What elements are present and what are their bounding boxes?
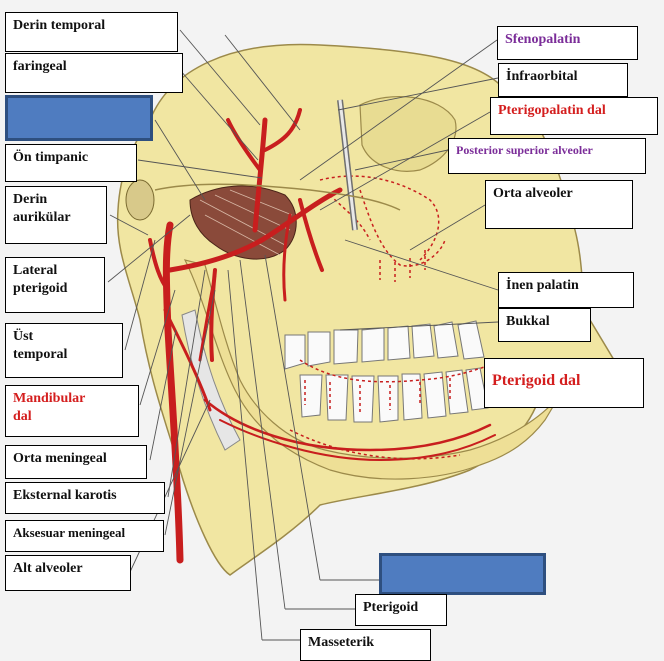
label-lateral-pterigoid: Lateral pterigoid xyxy=(5,257,105,313)
label-pterigoid: Pterigoid xyxy=(355,594,447,626)
label-derin-temporal: Derin temporal xyxy=(5,12,178,52)
cover-box-left xyxy=(5,95,153,141)
label-aksesuar-meningeal: Aksesuar meningeal xyxy=(5,520,164,552)
label-infraorbital: İnfraorbital xyxy=(498,63,628,97)
label-alt-alveoler: Alt alveoler xyxy=(5,555,131,591)
label-inen-palatin: İnen palatin xyxy=(498,272,634,308)
label-posterior-superior-alveoler: Posterior superior alveoler xyxy=(448,138,646,174)
label-on-timpanic: Ön timpanic xyxy=(5,144,137,182)
label-eksternal-karotis: Eksternal karotis xyxy=(5,482,165,514)
label-pterigoid-dal: Pterigoid dal xyxy=(484,358,644,408)
label-mandibular-dal: Mandibular dal xyxy=(5,385,139,437)
label-masseterik: Masseterik xyxy=(300,629,431,661)
label-pterigopalatin-dal: Pterigopalatin dal xyxy=(490,97,658,135)
cover-box-bottom xyxy=(379,553,546,595)
label-sfenopalatin: Sfenopalatin xyxy=(497,26,638,60)
label-ust-temporal: Üst temporal xyxy=(5,323,123,378)
condyle xyxy=(126,180,154,220)
label-orta-alveoler: Orta alveoler xyxy=(485,180,633,229)
label-orta-meningeal: Orta meningeal xyxy=(5,445,147,479)
label-bukkal: Bukkal xyxy=(498,308,591,342)
label-faringeal: faringeal xyxy=(5,53,183,93)
label-derin-aurikular: Derin aurikülar xyxy=(5,186,107,244)
